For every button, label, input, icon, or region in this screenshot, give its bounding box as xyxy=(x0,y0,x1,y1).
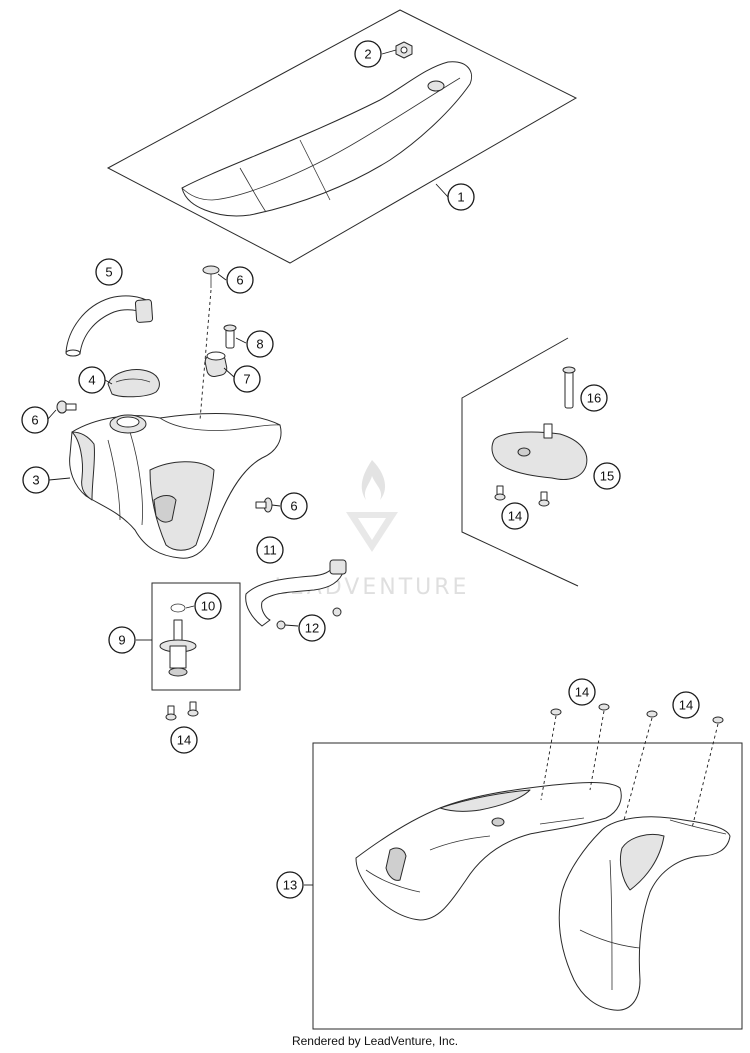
fuel-cap-part xyxy=(107,369,160,398)
callout-12: 12 xyxy=(298,614,326,642)
screws-part-lower-left xyxy=(165,701,199,721)
side-panel-left-part xyxy=(355,782,622,921)
callout-4: 4 xyxy=(78,366,106,394)
cover-frame xyxy=(461,337,579,587)
callout-13: 13 xyxy=(276,871,304,899)
watermark-flame-icon xyxy=(361,460,386,500)
callout-label: 13 xyxy=(283,878,297,893)
footer-credit: Rendered by LeadVenture, Inc. xyxy=(291,1034,459,1048)
callout-label: 15 xyxy=(600,469,614,484)
fuel-tank-recess xyxy=(153,495,177,523)
callout-label: 9 xyxy=(118,633,125,648)
fuel-tank-side-shade xyxy=(149,461,215,551)
callout-11: 11 xyxy=(256,536,284,564)
callout-15: 15 xyxy=(593,462,621,490)
bolt-part xyxy=(223,324,237,349)
fuel-tank-rib-2 xyxy=(129,431,143,526)
fuel-tank-group xyxy=(69,413,282,559)
callout-14-cover: 14 xyxy=(501,502,529,530)
seat-fastener-hole xyxy=(427,80,445,92)
callout-label: 5 xyxy=(105,265,112,280)
callout-9: 9 xyxy=(108,626,136,654)
callout-label: 12 xyxy=(305,621,319,636)
callout-label: 16 xyxy=(587,391,601,406)
callout-label: 6 xyxy=(236,273,243,288)
fuel-tank-top-contour xyxy=(159,417,281,431)
callout-3: 3 xyxy=(22,466,50,494)
callout-label: 4 xyxy=(88,373,95,388)
callout-label: 14 xyxy=(508,509,522,524)
callout-10: 10 xyxy=(194,592,222,620)
screw-part-top xyxy=(199,265,220,421)
callout-label: 10 xyxy=(201,599,215,614)
breather-hose-part xyxy=(65,295,154,357)
callout-label: 14 xyxy=(679,698,693,713)
seat-group xyxy=(106,9,578,264)
fuel-tap-frame xyxy=(151,582,241,691)
callout-14-panel-left: 14 xyxy=(568,678,596,706)
seat-frame xyxy=(106,9,578,264)
screw-part-right xyxy=(255,497,273,513)
fuel-tank-front-panel xyxy=(71,431,96,501)
rubber-bushing-part xyxy=(204,351,228,378)
callout-6-left: 6 xyxy=(21,406,49,434)
callout-8: 8 xyxy=(246,330,274,358)
callout-label: 2 xyxy=(364,47,371,62)
callout-leaders xyxy=(47,49,449,627)
side-panels-group xyxy=(304,703,743,1030)
callout-label: 6 xyxy=(290,499,297,514)
cover-part xyxy=(491,423,588,480)
seat-seam-2 xyxy=(239,167,267,213)
callout-label: 8 xyxy=(256,337,263,352)
callout-label: 14 xyxy=(177,733,191,748)
fuel-tank-rib xyxy=(107,439,121,521)
seat-seam xyxy=(299,139,331,201)
o-ring-part xyxy=(170,603,186,613)
fuel-tank-filler-opening xyxy=(116,416,140,428)
callout-1: 1 xyxy=(447,183,475,211)
callout-label: 3 xyxy=(32,473,39,488)
callout-label: 6 xyxy=(31,413,38,428)
side-panels-frame xyxy=(312,742,743,1030)
seat-edge xyxy=(181,77,461,201)
callout-label: 7 xyxy=(243,372,250,387)
screw-part-left xyxy=(56,400,77,414)
long-bolt-part xyxy=(562,366,576,409)
callout-2: 2 xyxy=(354,40,382,68)
callout-label: 1 xyxy=(457,190,464,205)
callout-label: 14 xyxy=(575,685,589,700)
callout-14-lower-left: 14 xyxy=(170,726,198,754)
fuel-tap-group xyxy=(136,582,241,691)
callout-7: 7 xyxy=(233,365,261,393)
fuel-tap-part xyxy=(159,619,197,677)
cover-screws-part xyxy=(494,485,550,507)
callout-label: 11 xyxy=(263,543,277,558)
seat-part xyxy=(181,61,472,217)
hose-clamp-part xyxy=(276,607,342,630)
watermark-v-logo xyxy=(346,512,398,552)
callout-5: 5 xyxy=(95,258,123,286)
callout-16: 16 xyxy=(580,384,608,412)
fuel-hose-part xyxy=(245,559,347,627)
panel-screws-part xyxy=(540,703,724,829)
cover-group xyxy=(461,337,588,587)
seat-nut xyxy=(395,41,413,59)
callout-6-top: 6 xyxy=(226,266,254,294)
callout-14-panel-right: 14 xyxy=(672,691,700,719)
side-panel-right-part xyxy=(558,816,731,1011)
callout-6-right: 6 xyxy=(280,492,308,520)
